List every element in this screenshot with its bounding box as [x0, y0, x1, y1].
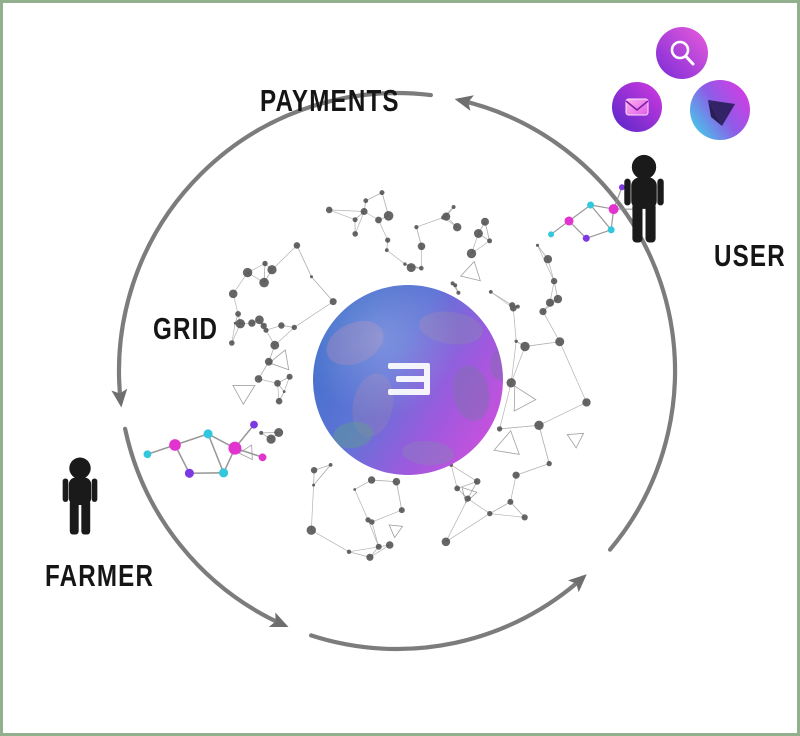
globe: [313, 285, 503, 475]
search-icon: [670, 40, 695, 66]
diagram-graphic: [62, 27, 750, 652]
orbit-arc-bottom-right: [309, 574, 587, 652]
orbit-arc-right-top: [454, 95, 678, 552]
mail-app-icon: [612, 82, 662, 132]
network-sphere: [228, 190, 591, 561]
label-user: USER: [714, 238, 786, 273]
threefold-logo-icon: [388, 363, 430, 395]
prism-app-icon: [690, 80, 750, 140]
user-person-icon: [624, 154, 664, 243]
orbit-arc-left-bottom: [123, 426, 289, 628]
mail-icon: [625, 98, 649, 116]
prism-icon: [708, 100, 735, 126]
label-farmer: FARMER: [45, 558, 155, 593]
orbit-arc-top-left: [111, 91, 433, 408]
label-payments: PAYMENTS: [260, 83, 400, 118]
farmer-person-icon: [62, 457, 98, 535]
search-app-icon: [656, 27, 708, 79]
orbit-arrows: [111, 91, 678, 652]
label-grid: GRID: [153, 311, 219, 346]
